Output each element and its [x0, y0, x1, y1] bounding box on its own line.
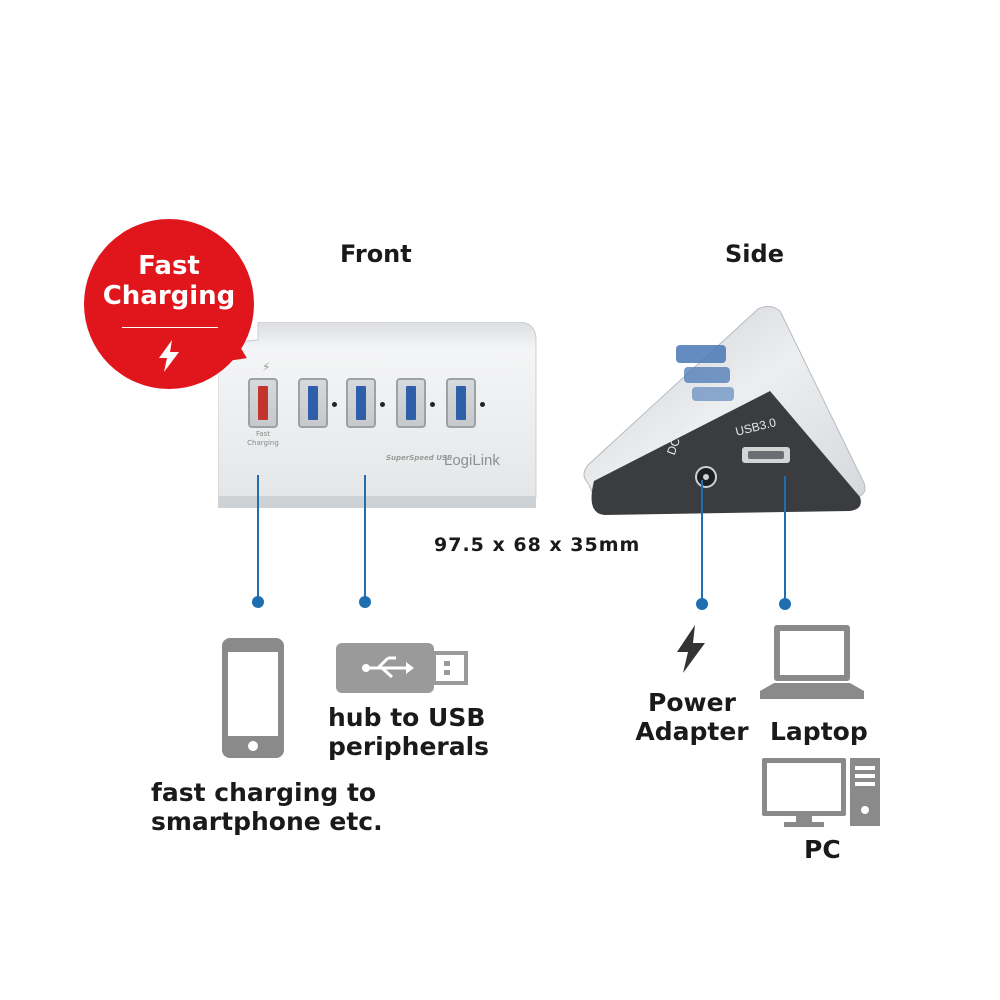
connector-line-usb3: [784, 476, 786, 603]
usb-stick-icon: [336, 643, 468, 693]
dimensions-label: 97.5 x 68 x 35mm: [434, 534, 641, 556]
superspeed-logo: SuperSpeed USB: [386, 454, 453, 462]
connector-dot-usb3: [779, 598, 791, 610]
usb-port-3: [396, 378, 426, 428]
connector-line-fast-charging: [257, 475, 259, 602]
pc-label: PC: [804, 835, 841, 864]
lightning-icon: [159, 340, 179, 372]
port-led: [332, 402, 337, 407]
smartphone-label-line-1: fast charging to: [151, 778, 377, 807]
power-label-line-1: Power: [648, 688, 736, 717]
fast-charging-port-label: Fast Charging: [247, 430, 279, 447]
laptop-label: Laptop: [770, 717, 868, 746]
lightning-small-icon: ⚡: [262, 360, 271, 374]
lightning-icon: [677, 625, 705, 673]
usb-port-2: [346, 378, 376, 428]
power-label-line-2: Adapter: [635, 717, 749, 746]
connector-line-usb: [364, 475, 366, 602]
usb-label-line-2: peripherals: [328, 732, 490, 761]
brand-logo: LogiLink: [444, 452, 500, 469]
badge-line-2: Charging: [102, 281, 236, 311]
desktop-pc-icon: [762, 758, 880, 827]
usb-port-4: [446, 378, 476, 428]
connector-dot-fast-charging: [252, 596, 264, 608]
hub-side-image: [583, 305, 866, 515]
port-led: [430, 402, 435, 407]
smartphone-label-line-2: smartphone etc.: [151, 807, 383, 836]
front-view-heading: Front: [340, 240, 412, 268]
connector-line-power: [701, 480, 703, 603]
usb-port-1: [298, 378, 328, 428]
laptop-icon: [760, 625, 864, 699]
connector-dot-power: [696, 598, 708, 610]
fast-charging-port: [248, 378, 278, 428]
fast-charging-badge: Fast Charging: [84, 219, 254, 389]
side-view-heading: Side: [725, 240, 784, 268]
connector-dot-usb: [359, 596, 371, 608]
badge-line-1: Fast: [138, 251, 200, 281]
port-led: [380, 402, 385, 407]
hub-front-image: ⚡ Fast Charging SuperSpeed USB LogiLink: [218, 322, 538, 508]
smartphone-icon: [222, 638, 284, 758]
port-led: [480, 402, 485, 407]
badge-divider: [122, 327, 218, 328]
usb-label-line-1: hub to USB: [328, 703, 486, 732]
